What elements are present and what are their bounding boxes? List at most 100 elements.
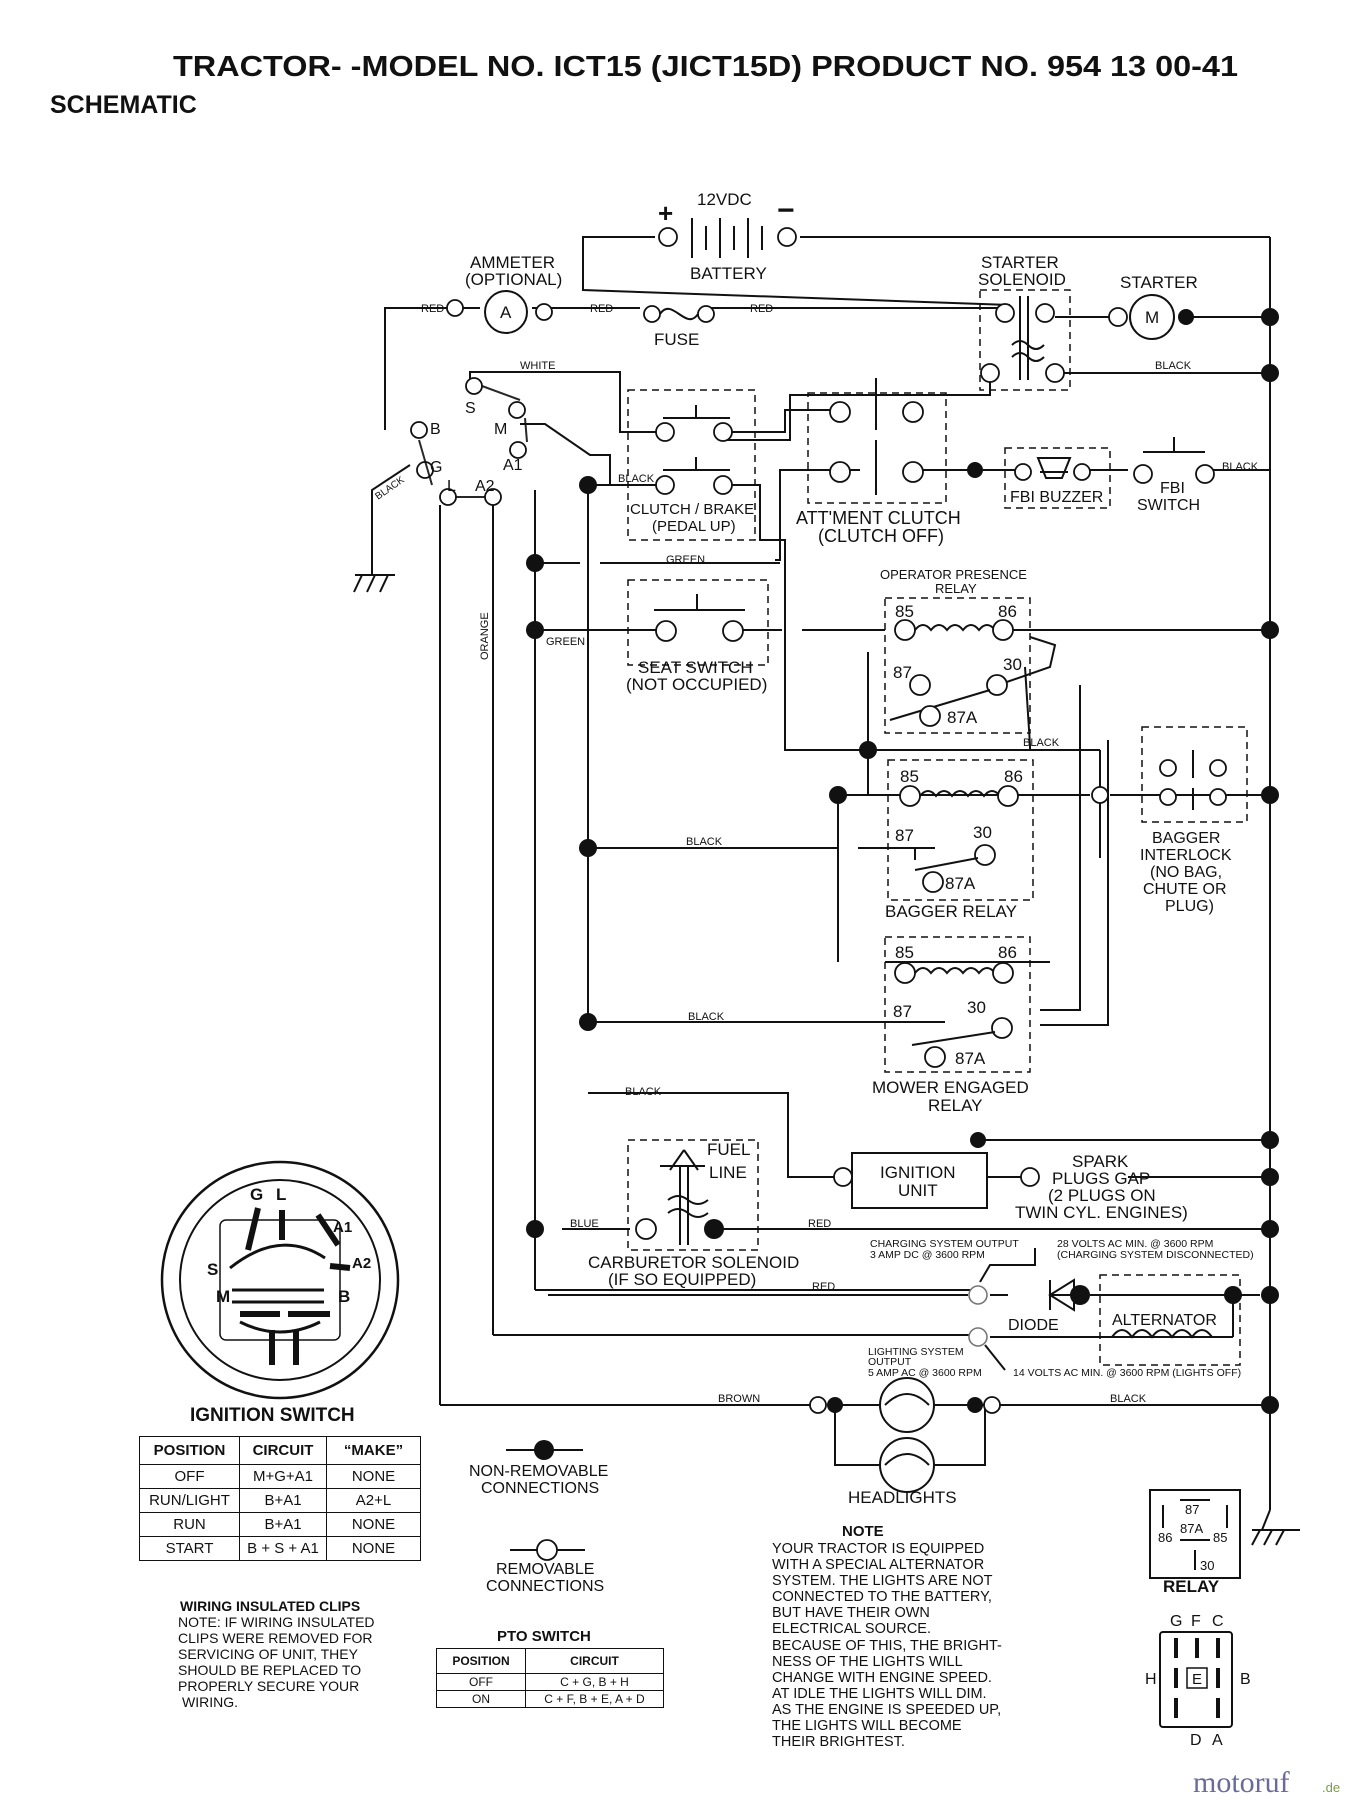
face-letter-M: M (216, 1287, 230, 1306)
relay-legend-30: 30 (1200, 1558, 1214, 1573)
ign-table-cell: NONE (326, 1464, 421, 1489)
wire-label-green-2: GREEN (546, 636, 585, 648)
pto-table-cell: C + G, B + H (525, 1673, 664, 1691)
pto-table-cell: ON (436, 1690, 526, 1708)
starter-solenoid-label-2: SOLENOID (978, 270, 1066, 289)
fbi-buzzer-label: FBI BUZZER (1010, 489, 1103, 506)
pto-table-header: CIRCUIT (525, 1648, 664, 1674)
battery-label: BATTERY (690, 264, 767, 283)
watermark-suffix: .de (1322, 1780, 1340, 1795)
ignition-unit: IGNITION UNIT SPARK PLUGS GAP (2 PLUGS O… (833, 1132, 1188, 1222)
fuel-line-label-1: FUEL (707, 1140, 750, 1159)
ign-term-L: L (447, 478, 456, 495)
note-line: BUT HAVE THEIR OWN (772, 1605, 930, 1621)
starter-motor-symbol: M (1145, 308, 1159, 327)
carburetor-solenoid: FUEL LINE CARBURETOR SOLENOID (IF SO EQU… (570, 1139, 831, 1289)
nonremovable-label-1: NON-REMOVABLE (469, 1463, 608, 1480)
wire-label-white: WHITE (520, 360, 555, 372)
ign-term-S: S (465, 400, 476, 417)
spark-label-4: TWIN CYL. ENGINES) (1015, 1203, 1188, 1222)
seat-switch-label-2: (NOT OCCUPIED) (626, 675, 767, 694)
clutch-brake-label-1: CLUTCH / BRAKE (630, 501, 754, 518)
clips-note-line: SHOULD BE REPLACED TO (178, 1662, 361, 1678)
lighting-label-2: OUTPUT (868, 1356, 912, 1368)
relay-legend-87a: 87A (1180, 1521, 1203, 1536)
wire-label-green-1: GREEN (666, 554, 705, 566)
ign-table-header: CIRCUIT (239, 1436, 327, 1465)
pto-letter-G: G (1170, 1613, 1182, 1630)
ign-table-cell: NONE (326, 1512, 421, 1537)
mower-relay-label-2: RELAY (928, 1096, 983, 1115)
mower-pin-87a: 87A (955, 1049, 986, 1068)
removable-label-2: CONNECTIONS (486, 1578, 604, 1595)
starter-motor: STARTER M BLACK (1108, 273, 1198, 372)
ign-table-cell: START (139, 1536, 240, 1561)
ignition-switch-face: G L A1 A2 S M B (160, 1160, 400, 1400)
watermark-main: motoruf (1193, 1766, 1290, 1799)
note-line: SYSTEM. THE LIGHTS ARE NOT (772, 1573, 993, 1589)
ammeter: AMMETER (OPTIONAL) A RED RED (421, 253, 613, 334)
mower-pin-87: 87 (893, 1002, 912, 1021)
spark-label-3: (2 PLUGS ON (1048, 1186, 1156, 1205)
carb-solenoid-label-2: (IF SO EQUIPPED) (608, 1270, 756, 1289)
ignition-unit-label-2: UNIT (898, 1181, 938, 1200)
op-pin-85: 85 (895, 602, 914, 621)
pto-table-cell: C + F, B + E, A + D (525, 1690, 664, 1708)
bagger-interlock-label-2: INTERLOCK (1140, 847, 1232, 864)
fbi-switch: FBI SWITCH BLACK (1133, 437, 1259, 514)
fuel-line-label-2: LINE (709, 1163, 747, 1182)
wire-label-black-5: BLACK (686, 836, 723, 848)
ign-table-cell: NONE (326, 1536, 421, 1561)
wire-label-orange: ORANGE (479, 612, 491, 660)
pto-letter-C: C (1212, 1613, 1224, 1630)
wire-label-black-1: BLACK (1155, 360, 1192, 372)
alternator-label: ALTERNATOR (1112, 1312, 1217, 1329)
mower-pin-85: 85 (895, 943, 914, 962)
note-line: CHANGE WITH ENGINE SPEED. (772, 1670, 992, 1686)
seat-switch-label-1: SEAT SWITCH (638, 658, 753, 677)
wire-label-black-2: BLACK (618, 473, 655, 485)
bagger-interlock-label-4: CHUTE OR (1143, 881, 1227, 898)
starter-label: STARTER (1120, 273, 1198, 292)
clips-note-line: PROPERLY SECURE YOUR (178, 1678, 359, 1694)
ign-term-A2: A2 (475, 478, 495, 495)
lighting-label-3: 5 AMP AC @ 3600 RPM (868, 1367, 982, 1379)
note-title: NOTE (842, 1523, 884, 1540)
starter-solenoid-label-1: STARTER (981, 253, 1059, 272)
bagger-pin-30: 30 (973, 823, 992, 842)
pto-letter-F: F (1191, 1613, 1201, 1630)
wire-label-black-8: BLACK (1110, 1393, 1147, 1405)
ignition-switch-title: IGNITION SWITCH (190, 1405, 355, 1426)
wire-label-red-2: RED (590, 303, 613, 315)
mower-relay-label-1: MOWER ENGAGED (872, 1078, 1029, 1097)
mower-pin-86: 86 (998, 943, 1017, 962)
relay-legend-85: 85 (1213, 1530, 1227, 1545)
ammeter-symbol: A (500, 303, 512, 322)
charging-output-label-2: 3 AMP DC @ 3600 RPM (870, 1249, 985, 1261)
pto-table-cell: OFF (436, 1673, 526, 1691)
watermark: motoruf .de (1193, 1766, 1340, 1799)
ign-table-cell: RUN (139, 1512, 240, 1537)
wire-label-red-5: RED (812, 1281, 835, 1293)
charging-system: CHARGING SYSTEM OUTPUT 3 AMP DC @ 3600 R… (812, 1238, 1254, 1379)
relay-legend-title: RELAY (1163, 1577, 1220, 1596)
nonremovable-label-2: CONNECTIONS (481, 1480, 599, 1497)
note-line: ELECTRICAL SOURCE. (772, 1621, 931, 1637)
lighting-label-1: LIGHTING SYSTEM (868, 1346, 964, 1358)
clutch-brake-switch: BLACK CLUTCH / BRAKE (PEDAL UP) (618, 389, 756, 541)
ammeter-optional-label: (OPTIONAL) (465, 270, 562, 289)
note-line: NESS OF THE LIGHTS WILL (772, 1654, 963, 1670)
attment-clutch-label-2: (CLUTCH OFF) (818, 526, 944, 546)
clips-note-title: WIRING INSULATED CLIPS (180, 1598, 360, 1614)
battery: 12VDC + − BATTERY (658, 190, 797, 283)
note-line: CONNECTED TO THE BATTERY, (772, 1589, 992, 1605)
pto-table-header: POSITION (436, 1648, 526, 1674)
pto-letter-B: B (1240, 1671, 1251, 1688)
bagger-interlock-label-5: PLUG) (1165, 898, 1214, 915)
wire-label-red-3: RED (750, 303, 773, 315)
face-letter-G: G (250, 1185, 263, 1204)
spark-label-1: SPARK (1072, 1152, 1129, 1171)
ign-table-cell: M+G+A1 (239, 1464, 327, 1489)
op-pin-87a: 87A (947, 708, 978, 727)
